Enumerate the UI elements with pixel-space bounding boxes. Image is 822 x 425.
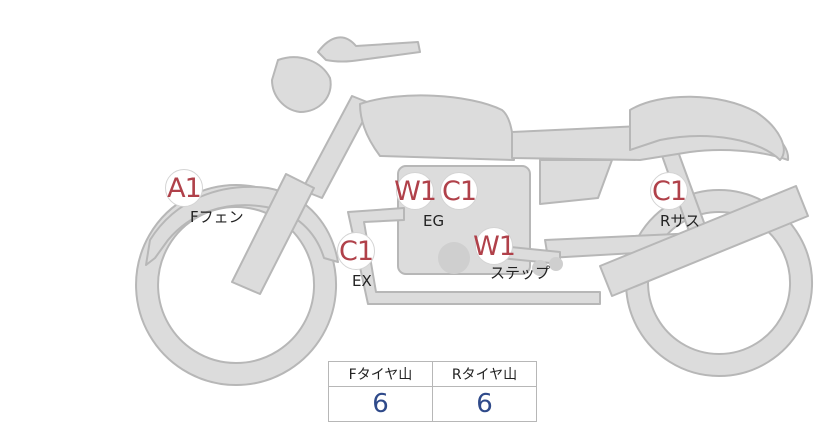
rear-tire-header: Rタイヤ山 [432, 361, 537, 387]
front-fork [231, 173, 315, 295]
tire-tread-table: Fタイヤ山 Rタイヤ山 6 6 [328, 361, 537, 422]
side-cover [539, 159, 613, 205]
front-hub [532, 260, 548, 276]
marker-rear-suspension: C1 [650, 172, 688, 210]
muffler [599, 185, 809, 297]
rear-hub [549, 257, 563, 271]
marker-exhaust: C1 [337, 232, 375, 270]
label-step: ステップ [490, 264, 551, 282]
label-front-fender: Fフェン [190, 208, 244, 226]
front-tire-header: Fタイヤ山 [328, 361, 433, 387]
label-rear-suspension: Rサス [660, 212, 701, 230]
label-engine: EG [423, 212, 445, 230]
engine-cover [438, 242, 470, 274]
rear-fender [629, 95, 785, 161]
exhaust-pipe [347, 207, 601, 305]
marker-step: W1 [473, 227, 516, 265]
marker-front-fender: A1 [165, 169, 203, 207]
headlight [271, 56, 332, 113]
marker-engine-2: C1 [440, 172, 478, 210]
label-exhaust: EX [352, 272, 372, 290]
front-tire-value: 6 [328, 386, 433, 422]
fuel-tank [359, 94, 515, 161]
marker-engine-1: W1 [394, 172, 437, 210]
rear-tire-value: 6 [432, 386, 537, 422]
handlebar [317, 36, 421, 63]
